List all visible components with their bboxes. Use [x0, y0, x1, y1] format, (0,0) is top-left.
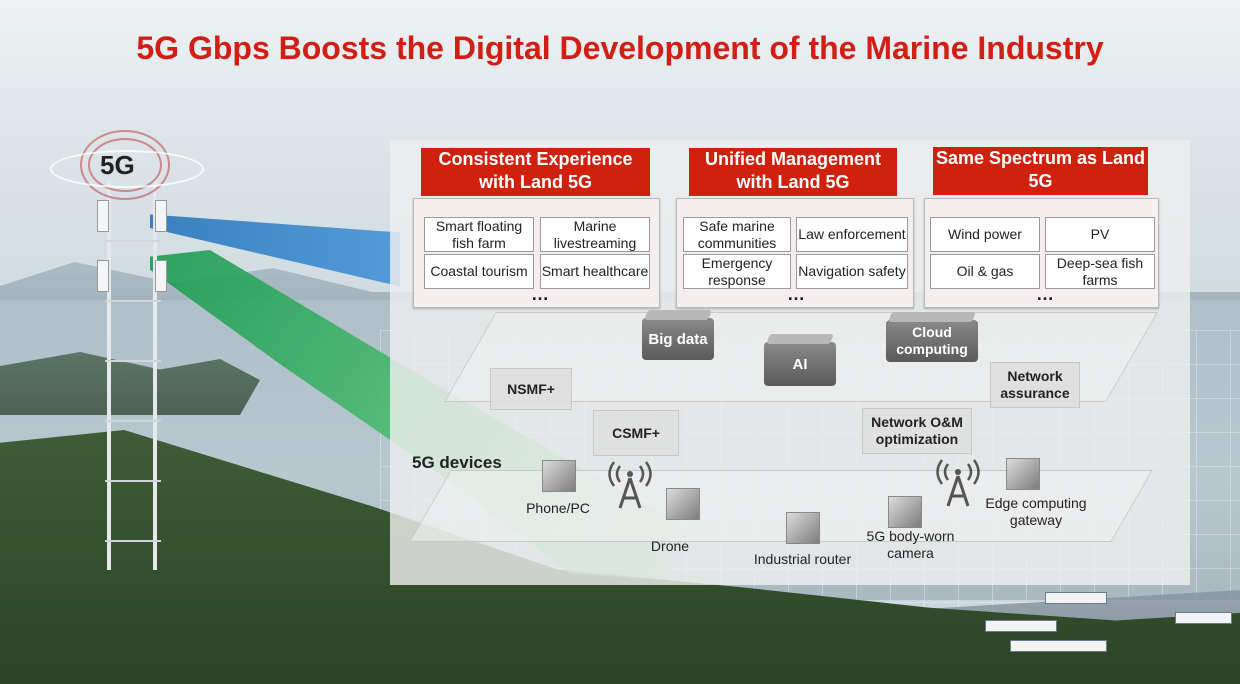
- csmf-block: CSMF+: [593, 410, 679, 456]
- device-cube-icon: [786, 512, 820, 544]
- devices-section-label: 5G devices: [412, 453, 502, 472]
- app-cell: Coastal tourism: [424, 254, 534, 289]
- ai-block: AI: [764, 342, 836, 386]
- nsmf-block: NSMF+: [490, 368, 572, 410]
- app-cell: Navigation safety: [796, 254, 908, 289]
- app-cell: Smart floating fish farm: [424, 217, 534, 252]
- app-cell: Smart healthcare: [540, 254, 650, 289]
- column-heading: Unified Management with Land 5G: [689, 148, 897, 196]
- page-title: 5G Gbps Boosts the Digital Development o…: [136, 30, 1104, 66]
- device-cube-icon: [666, 488, 700, 520]
- app-cell: Marine livestreaming: [540, 217, 650, 252]
- more-dots: …: [787, 284, 805, 304]
- app-cell: Law enforcement: [796, 217, 908, 252]
- device-label: 5G body-worn camera: [866, 528, 955, 561]
- boat: [985, 620, 1057, 632]
- device-cube-icon: [888, 496, 922, 528]
- app-cell: Oil & gas: [930, 254, 1040, 289]
- tower-label: 5G: [100, 150, 135, 180]
- app-cell: PV: [1045, 217, 1155, 252]
- network-assurance-block: Network assurance: [990, 362, 1080, 408]
- signal-waves-icon: [608, 461, 652, 509]
- app-cell: Wind power: [930, 217, 1040, 252]
- column-heading: Same Spectrum as Land 5G: [933, 147, 1148, 195]
- boat: [1175, 612, 1232, 624]
- device-label: Drone: [650, 538, 690, 554]
- column-heading: Consistent Experience with Land 5G: [421, 148, 650, 196]
- app-cell: Safe marine communities: [683, 217, 791, 252]
- application-group: [924, 198, 1159, 308]
- boat: [1045, 592, 1107, 604]
- device-cube-icon: [1006, 458, 1040, 490]
- app-cell: Deep-sea fish farms: [1045, 254, 1155, 289]
- more-dots: …: [531, 284, 549, 304]
- device-label: Phone/PC: [526, 500, 590, 516]
- cloud-computing-block: Cloud computing: [886, 320, 978, 362]
- app-cell: Emergency response: [683, 254, 791, 289]
- device-label: Edge computing gateway: [985, 495, 1087, 528]
- device-label: Industrial router: [753, 551, 852, 567]
- signal-waves-icon: [936, 459, 980, 507]
- application-group: [413, 198, 660, 308]
- signal-waves-icon: [50, 150, 204, 188]
- network-om-block: Network O&M optimization: [862, 408, 972, 454]
- big-data-block: Big data: [642, 318, 714, 360]
- application-group: [676, 198, 914, 308]
- more-dots: …: [1036, 284, 1054, 304]
- boat: [1010, 640, 1107, 652]
- device-cube-icon: [542, 460, 576, 492]
- radio-tower-icon: [95, 180, 170, 570]
